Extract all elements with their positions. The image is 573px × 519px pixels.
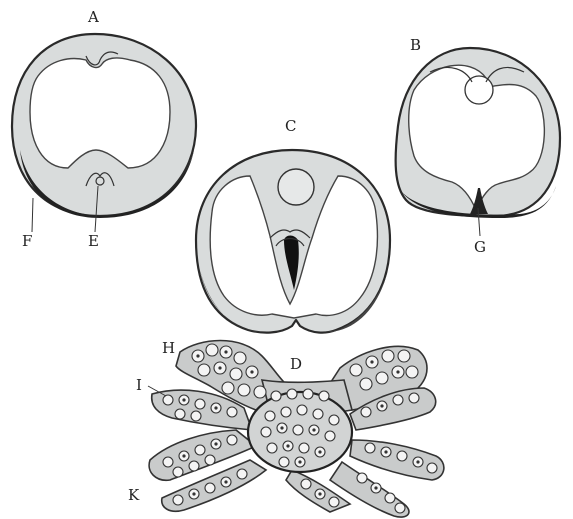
label-b: B <box>410 36 421 54</box>
label-d: D <box>290 355 302 373</box>
label-f: F <box>22 232 32 250</box>
label-i: I <box>136 376 142 394</box>
figure-c <box>196 150 390 333</box>
label-c: C <box>285 117 296 135</box>
figure-b <box>396 48 560 236</box>
label-g: G <box>474 238 486 256</box>
label-e: E <box>88 232 99 250</box>
label-k: K <box>128 486 140 504</box>
figure-a <box>12 34 196 232</box>
label-a: A <box>87 8 99 26</box>
label-h: H <box>162 339 175 357</box>
